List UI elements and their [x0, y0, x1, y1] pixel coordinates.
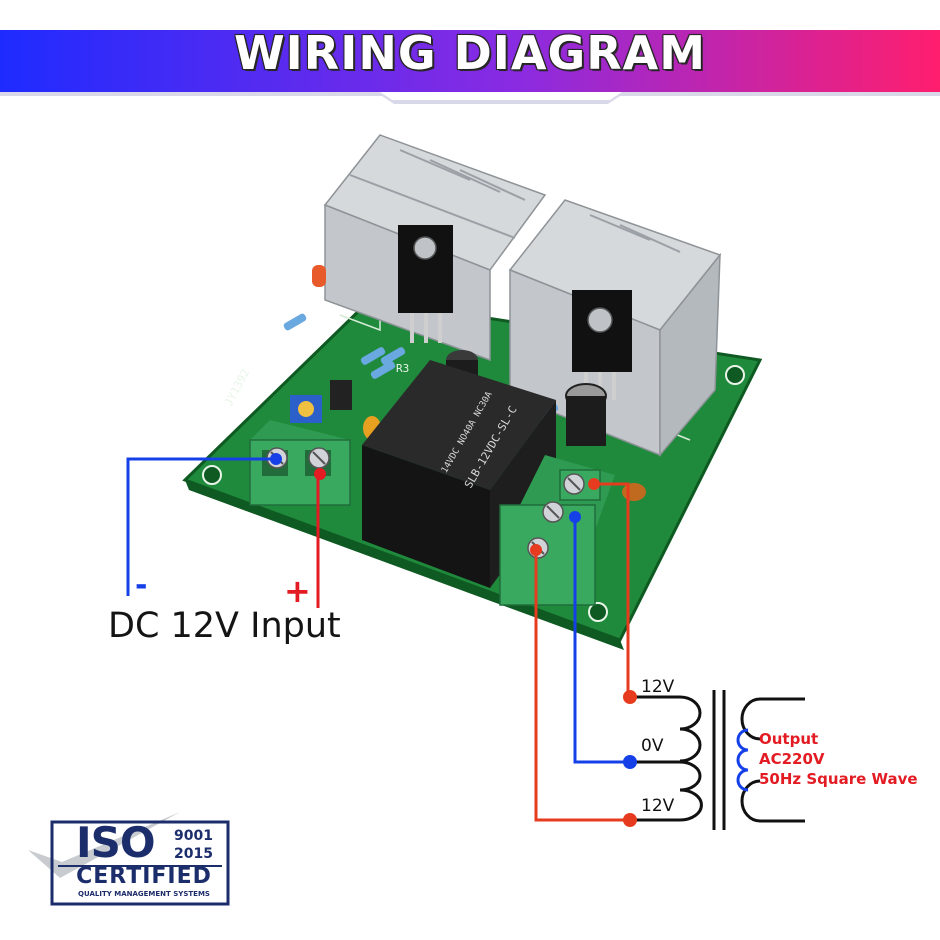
output-wire-middle: [573, 517, 630, 764]
output-wire-top: [594, 482, 630, 697]
iso-number: 9001: [174, 828, 213, 844]
tap-label-middle: 0V: [641, 736, 664, 756]
transistor-right: [572, 290, 632, 400]
iso-tagline: QUALITY MANAGEMENT SYSTEMS: [78, 890, 210, 898]
mounting-hole: [588, 602, 608, 622]
transistor-left: [398, 225, 453, 343]
page-title: WIRING DIAGRAM: [233, 26, 707, 80]
output-label: Output: [759, 730, 819, 748]
transformer-primary: [630, 695, 703, 822]
tap-dot-top: [623, 690, 637, 704]
positive-input-dot: [314, 468, 326, 480]
iso-badge-graphic: [28, 812, 230, 906]
led: [312, 265, 326, 287]
negative-sign: -: [135, 568, 148, 603]
tap-label-bottom: 12V: [641, 796, 675, 816]
transformer-secondary: [740, 697, 805, 823]
pcb-edge: [185, 480, 624, 650]
dc-input-label: DC 12V Input: [108, 606, 341, 646]
secondary-coil-blue: [736, 728, 749, 792]
resistor-label: R3: [396, 362, 410, 375]
iso-year: 2015: [174, 846, 213, 862]
input-terminal-block: [249, 420, 351, 506]
negative-input-wire: [126, 457, 276, 596]
tap-dot-bottom: [623, 813, 637, 827]
iso-certified: CERTIFIED: [76, 864, 212, 889]
title-banner: [0, 30, 940, 104]
tap-dot-middle: [623, 755, 637, 769]
small-ic: [330, 380, 352, 410]
trimmer-potentiometer: [290, 395, 322, 423]
negative-input-dot: [270, 453, 282, 465]
output-wire-bottom: [534, 550, 630, 822]
output-voltage: AC220V: [759, 750, 825, 768]
mounting-hole: [202, 465, 222, 485]
capacitor-right: [565, 383, 607, 446]
iso-logo-word: ISO: [76, 818, 156, 867]
output-waveform: 50Hz Square Wave: [759, 770, 918, 788]
tap-label-top: 12V: [641, 677, 675, 697]
positive-sign: +: [284, 572, 311, 610]
ceramic-capacitor: [622, 483, 646, 501]
mounting-hole: [725, 365, 745, 385]
